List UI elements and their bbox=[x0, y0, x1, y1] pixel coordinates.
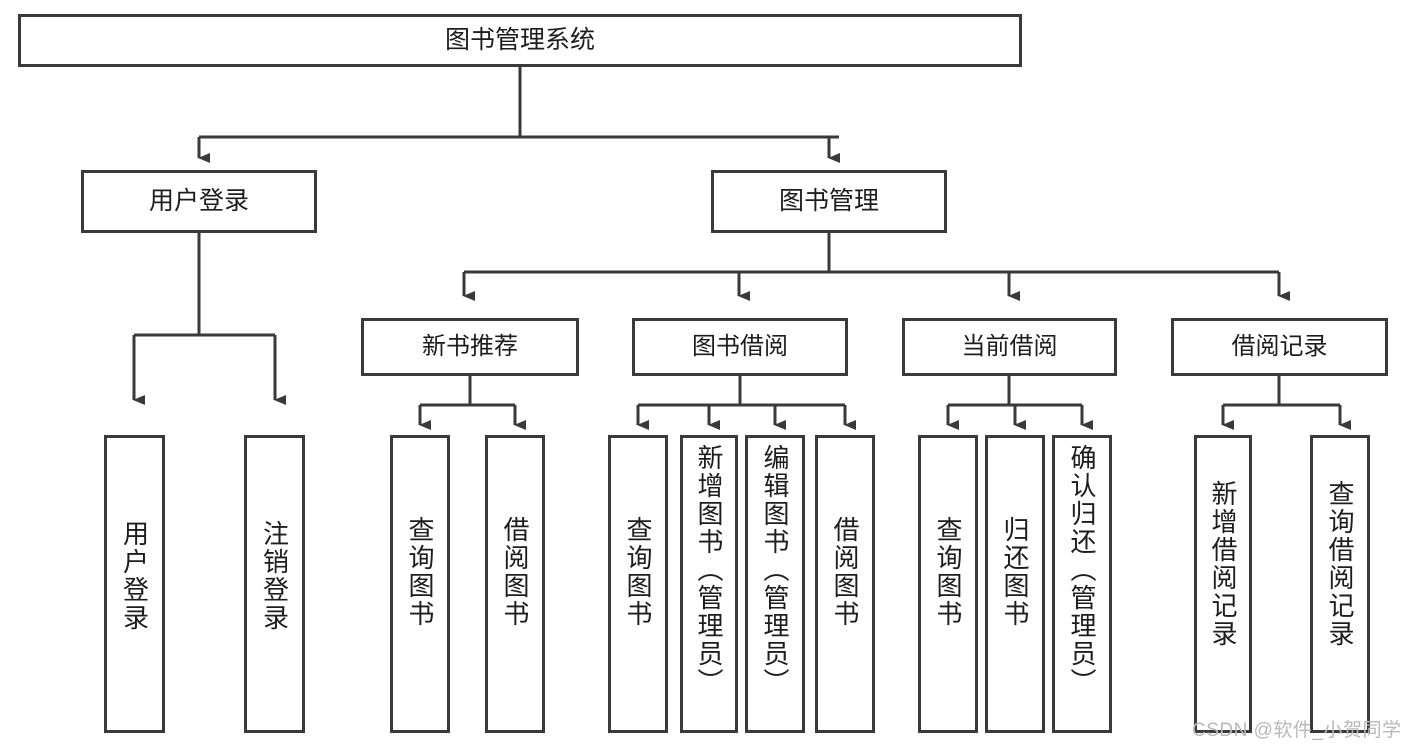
node-book-borrow[interactable]: 图书借阅 bbox=[632, 318, 848, 376]
leaf-borrow-book-2-label: 借阅图书 bbox=[830, 516, 860, 628]
leaf-query-book-2-label: 查询图书 bbox=[623, 516, 653, 628]
node-borrow-record[interactable]: 借阅记录 bbox=[1171, 318, 1388, 376]
leaf-edit-book[interactable]: 编辑图书（管理员） bbox=[745, 435, 805, 733]
node-user-login-label: 用户登录 bbox=[148, 186, 249, 215]
leaf-confirm-return-label: 确认归还（管理员） bbox=[1067, 444, 1097, 696]
leaf-add-record[interactable]: 新增借阅记录 bbox=[1194, 435, 1252, 733]
leaf-return-book-label: 归还图书 bbox=[1000, 516, 1030, 628]
leaf-user-login-label: 用户登录 bbox=[119, 520, 150, 632]
node-new-book-recommend-label: 新书推荐 bbox=[422, 332, 518, 360]
leaf-add-book[interactable]: 新增图书（管理员） bbox=[680, 435, 738, 733]
leaf-confirm-return[interactable]: 确认归还（管理员） bbox=[1052, 435, 1112, 733]
leaf-borrow-book-2[interactable]: 借阅图书 bbox=[815, 435, 875, 733]
leaf-return-book[interactable]: 归还图书 bbox=[985, 435, 1045, 733]
node-user-login[interactable]: 用户登录 bbox=[81, 170, 317, 233]
leaf-logout-login-label: 注销登录 bbox=[259, 520, 290, 632]
leaf-query-book-2[interactable]: 查询图书 bbox=[608, 435, 668, 733]
leaf-query-record[interactable]: 查询借阅记录 bbox=[1310, 435, 1370, 733]
leaf-user-login[interactable]: 用户登录 bbox=[104, 435, 165, 733]
node-current-borrow[interactable]: 当前借阅 bbox=[902, 318, 1117, 376]
node-new-book-recommend[interactable]: 新书推荐 bbox=[361, 318, 579, 376]
leaf-add-record-label: 新增借阅记录 bbox=[1208, 480, 1238, 648]
leaf-borrow-book-1[interactable]: 借阅图书 bbox=[485, 435, 545, 733]
leaf-logout-login[interactable]: 注销登录 bbox=[244, 435, 305, 733]
node-book-manage-label: 图书管理 bbox=[778, 186, 879, 215]
leaf-edit-book-label: 编辑图书（管理员） bbox=[760, 444, 790, 696]
leaf-query-book-3-label: 查询图书 bbox=[933, 516, 963, 628]
node-borrow-record-label: 借阅记录 bbox=[1231, 332, 1328, 360]
node-book-manage[interactable]: 图书管理 bbox=[711, 170, 947, 233]
csdn-watermark: CSDN @软件_小贺同学 bbox=[1192, 720, 1402, 741]
node-root[interactable]: 图书管理系统 bbox=[18, 14, 1022, 67]
node-root-label: 图书管理系统 bbox=[444, 25, 595, 54]
leaf-borrow-book-1-label: 借阅图书 bbox=[500, 516, 530, 628]
leaf-query-book-1-label: 查询图书 bbox=[405, 516, 435, 628]
node-current-borrow-label: 当前借阅 bbox=[961, 332, 1058, 360]
node-book-borrow-label: 图书借阅 bbox=[692, 332, 788, 360]
leaf-query-record-label: 查询借阅记录 bbox=[1325, 480, 1355, 648]
leaf-query-book-1[interactable]: 查询图书 bbox=[390, 435, 450, 733]
leaf-add-book-label: 新增图书（管理员） bbox=[694, 444, 724, 696]
leaf-query-book-3[interactable]: 查询图书 bbox=[918, 435, 978, 733]
